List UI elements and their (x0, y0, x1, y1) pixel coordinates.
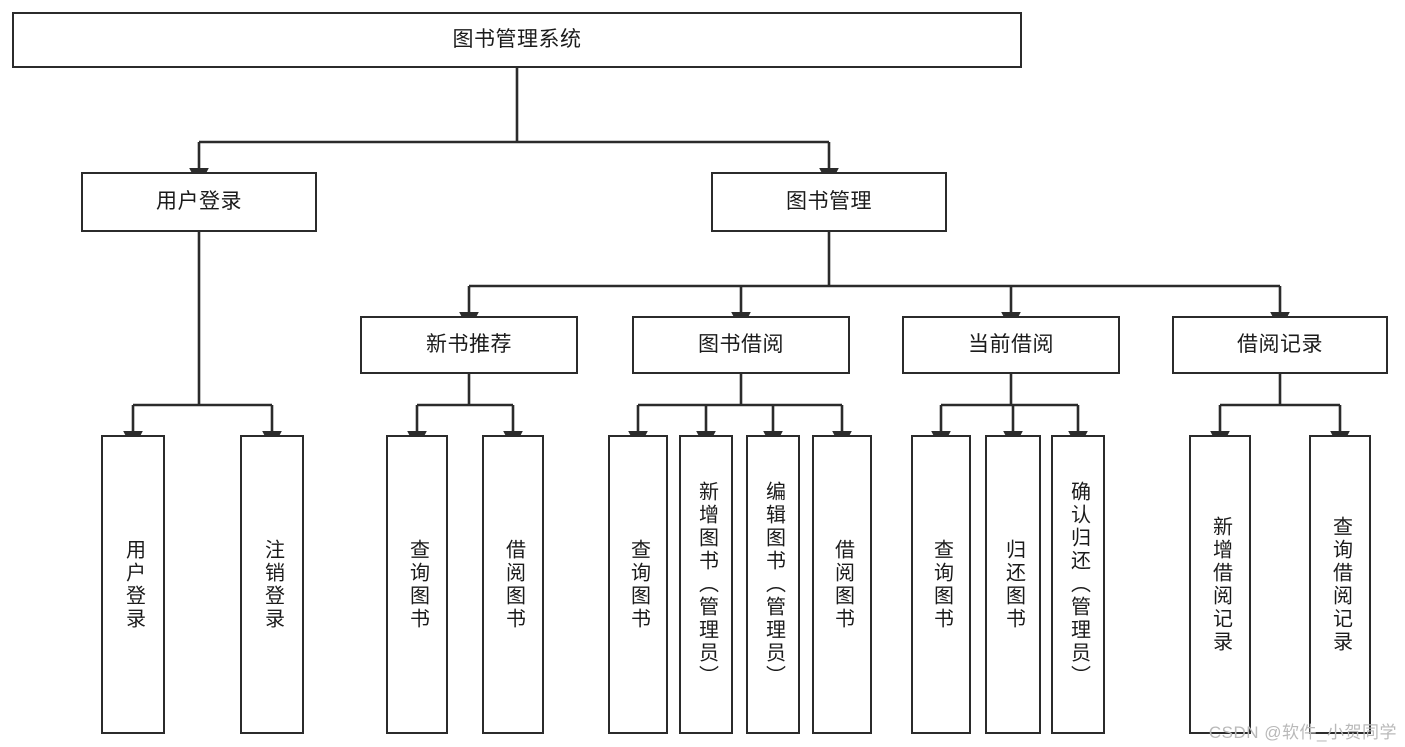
node-label-user-login: 用户登录 (156, 190, 242, 214)
node-label-leaf-add-record: 新增借阅记录 (1209, 515, 1232, 654)
node-label-leaf-user-login: 用户登录 (122, 538, 145, 631)
node-leaf-return-book: 归还图书 (985, 435, 1041, 734)
node-book-manage: 图书管理 (711, 172, 947, 232)
node-label-book-manage: 图书管理 (786, 190, 872, 214)
node-leaf-query-book-3: 查询图书 (911, 435, 971, 734)
node-leaf-add-book: 新增图书（管理员） (679, 435, 733, 734)
node-leaf-query-record: 查询借阅记录 (1309, 435, 1371, 734)
node-label-leaf-return-book: 归还图书 (1002, 538, 1025, 631)
node-leaf-borrow-book-1: 借阅图书 (482, 435, 544, 734)
node-label-book-borrow: 图书借阅 (698, 333, 784, 357)
node-book-borrow: 图书借阅 (632, 316, 850, 374)
node-label-leaf-edit-book: 编辑图书（管理员） (762, 481, 785, 688)
node-new-book-rec: 新书推荐 (360, 316, 578, 374)
node-current-borrow: 当前借阅 (902, 316, 1120, 374)
node-user-login: 用户登录 (81, 172, 317, 232)
node-leaf-user-logout: 注销登录 (240, 435, 304, 734)
node-leaf-user-login: 用户登录 (101, 435, 165, 734)
node-label-leaf-query-book-3: 查询图书 (930, 538, 953, 631)
node-label-leaf-confirm-return: 确认归还（管理员） (1067, 481, 1090, 688)
node-label-leaf-query-book-1: 查询图书 (406, 538, 429, 631)
watermark-label: CSDN @软件_小贺同学 (1208, 723, 1397, 742)
node-leaf-add-record: 新增借阅记录 (1189, 435, 1251, 734)
node-label-root: 图书管理系统 (452, 28, 582, 52)
node-leaf-query-book-2: 查询图书 (608, 435, 668, 734)
node-label-new-book-rec: 新书推荐 (426, 333, 512, 357)
node-label-leaf-user-logout: 注销登录 (261, 538, 284, 631)
node-borrow-record: 借阅记录 (1172, 316, 1388, 374)
node-leaf-borrow-book-2: 借阅图书 (812, 435, 872, 734)
node-label-leaf-borrow-book-2: 借阅图书 (831, 538, 854, 631)
node-label-leaf-query-record: 查询借阅记录 (1329, 515, 1352, 654)
node-root: 图书管理系统 (12, 12, 1022, 68)
node-leaf-query-book-1: 查询图书 (386, 435, 448, 734)
node-label-borrow-record: 借阅记录 (1237, 333, 1323, 357)
node-leaf-confirm-return: 确认归还（管理员） (1051, 435, 1105, 734)
node-label-leaf-add-book: 新增图书（管理员） (695, 481, 718, 688)
node-label-leaf-query-book-2: 查询图书 (627, 538, 650, 631)
node-label-current-borrow: 当前借阅 (968, 333, 1054, 357)
node-label-leaf-borrow-book-1: 借阅图书 (502, 538, 525, 631)
node-leaf-edit-book: 编辑图书（管理员） (746, 435, 800, 734)
